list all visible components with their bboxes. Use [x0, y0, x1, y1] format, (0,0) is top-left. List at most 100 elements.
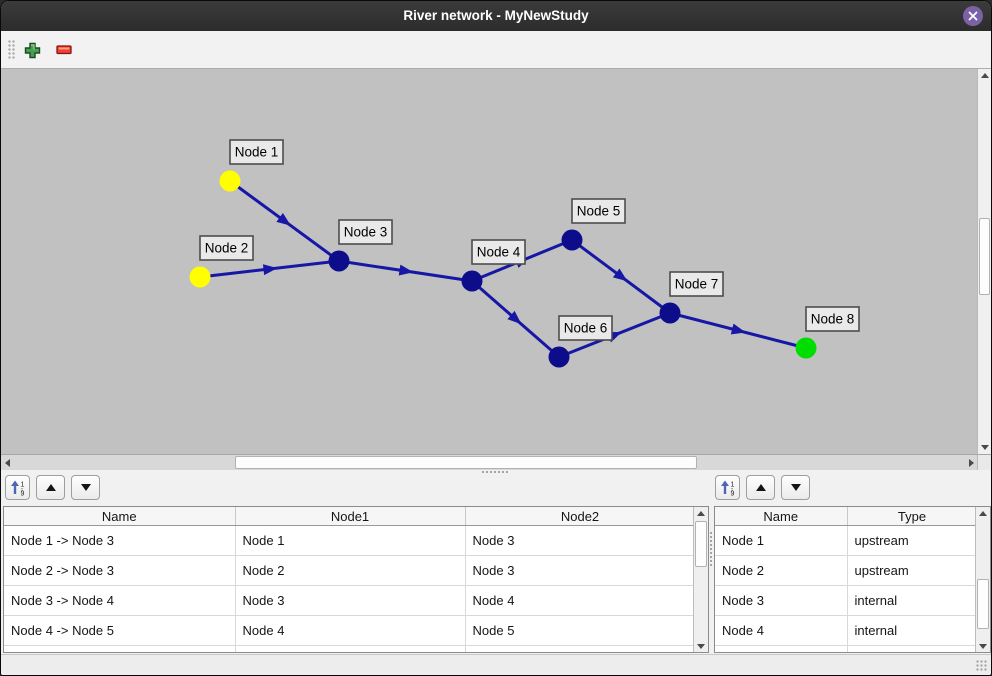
up-triangle-icon: [45, 484, 56, 491]
cell[interactable]: Node 3 -> Node 4: [4, 585, 236, 616]
cell[interactable]: upstream: [847, 555, 978, 586]
cell[interactable]: Node 1: [715, 525, 848, 556]
cell[interactable]: Node 4: [715, 615, 848, 646]
scroll-up-button[interactable]: [694, 507, 708, 519]
edges-sort-button[interactable]: 1 9: [5, 475, 30, 500]
down-arrow-icon: [697, 643, 705, 649]
node-label: Node 6: [564, 321, 608, 336]
edges-move-up-button[interactable]: [36, 475, 65, 500]
cell-empty: [235, 645, 466, 652]
horizontal-scrollbar-thumb[interactable]: [235, 456, 697, 469]
splitter-handle-icon: [710, 532, 713, 566]
column-header-node1[interactable]: Node1: [235, 507, 466, 526]
sort-ascending-icon: 1 9: [721, 480, 735, 496]
cell[interactable]: Node 2 -> Node 3: [4, 555, 236, 586]
cell[interactable]: Node 2: [235, 555, 466, 586]
column-header-name[interactable]: Name: [715, 507, 848, 526]
cell[interactable]: Node 3: [235, 585, 466, 616]
svg-text:1: 1: [731, 481, 735, 488]
vertical-splitter[interactable]: [709, 532, 714, 566]
cell[interactable]: Node 4 -> Node 5: [4, 615, 236, 646]
nodes-table-scrollbar[interactable]: [975, 507, 990, 652]
table-row-partial: [715, 645, 978, 652]
scrollbar-thumb[interactable]: [695, 521, 707, 567]
graph-node[interactable]: [461, 270, 483, 292]
canvas-vertical-scrollbar[interactable]: [977, 69, 991, 454]
cell[interactable]: internal: [847, 615, 978, 646]
sort-ascending-icon: 1 9: [11, 480, 25, 496]
cell[interactable]: Node 3: [465, 525, 696, 556]
cell[interactable]: Node 4: [235, 615, 466, 646]
up-arrow-icon: [979, 510, 987, 516]
graph-node[interactable]: [561, 229, 583, 251]
edge-arrow-icon: [262, 264, 278, 276]
scroll-down-button[interactable]: [976, 640, 990, 652]
down-triangle-icon: [80, 484, 91, 491]
edges-move-down-button[interactable]: [71, 475, 100, 500]
cell[interactable]: Node 1: [235, 525, 466, 556]
add-node-button[interactable]: [21, 39, 43, 61]
red-minus-icon: [55, 45, 72, 55]
window-title: River network - MyNewStudy: [403, 8, 589, 23]
cell[interactable]: Node 3: [465, 555, 696, 586]
resize-grip[interactable]: [976, 660, 987, 671]
edges-table-scrollbar[interactable]: [693, 507, 708, 652]
status-bar: [1, 654, 991, 675]
node-label-box: [199, 235, 254, 261]
scroll-up-button[interactable]: [978, 69, 991, 82]
scroll-down-button[interactable]: [694, 640, 708, 652]
graph-node[interactable]: [795, 337, 817, 359]
scrollbar-thumb[interactable]: [977, 579, 989, 629]
column-header-name[interactable]: Name: [4, 507, 236, 526]
nodes-move-down-button[interactable]: [781, 475, 810, 500]
close-button[interactable]: [963, 6, 983, 26]
graph-node[interactable]: [189, 266, 211, 288]
cell[interactable]: Node 2: [715, 555, 848, 586]
cell[interactable]: upstream: [847, 525, 978, 556]
nodes-move-up-button[interactable]: [746, 475, 775, 500]
node-label: Node 7: [675, 277, 719, 292]
svg-text:9: 9: [731, 490, 735, 496]
cell[interactable]: Node 4: [465, 585, 696, 616]
remove-node-button[interactable]: [53, 39, 75, 61]
cell[interactable]: Node 1 -> Node 3: [4, 525, 236, 556]
scroll-left-button[interactable]: [1, 455, 14, 470]
graph-node[interactable]: [659, 302, 681, 324]
column-header-type[interactable]: Type: [847, 507, 978, 526]
nodes-sort-button[interactable]: 1 9: [715, 475, 740, 500]
table-row-partial: [4, 645, 696, 652]
close-icon: [968, 11, 978, 21]
edge-arrow-icon: [276, 213, 291, 226]
scroll-right-button[interactable]: [965, 455, 978, 470]
canvas-horizontal-scrollbar[interactable]: [1, 454, 978, 470]
nodes-panel-toolbar: 1 9: [715, 475, 810, 500]
graph-node[interactable]: [219, 170, 241, 192]
scroll-down-button[interactable]: [978, 441, 991, 454]
cell[interactable]: Node 5: [465, 615, 696, 646]
graph-node[interactable]: [548, 346, 570, 368]
vertical-scrollbar-thumb[interactable]: [979, 218, 990, 295]
toolbar-drag-handle[interactable]: [8, 40, 16, 60]
cell[interactable]: Node 3: [715, 585, 848, 616]
graph-node[interactable]: [328, 250, 350, 272]
column-header-node2[interactable]: Node2: [465, 507, 696, 526]
svg-text:9: 9: [21, 490, 25, 496]
horizontal-splitter[interactable]: [1, 470, 991, 475]
scroll-up-button[interactable]: [976, 507, 990, 519]
cell[interactable]: internal: [847, 585, 978, 616]
